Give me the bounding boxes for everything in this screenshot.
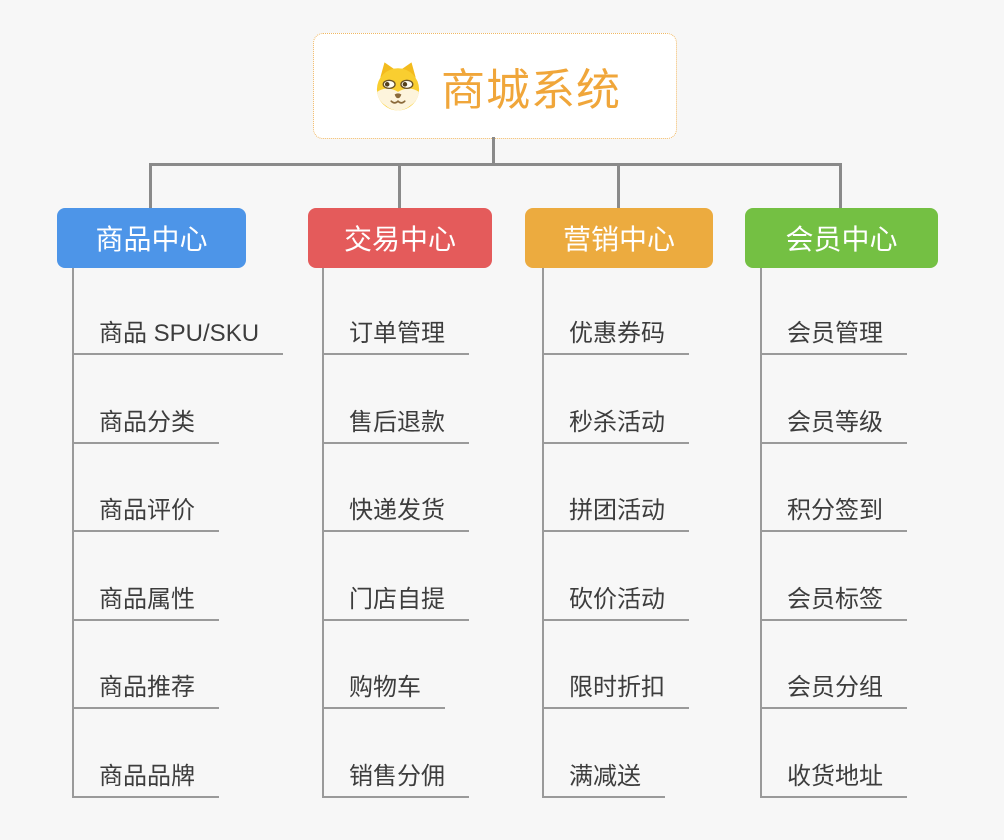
connector-drop-trade [398,164,401,209]
leaf-node[interactable]: 会员等级 [760,404,907,444]
connector-root-stub [492,137,495,164]
connector-drop-goods [149,164,152,209]
branch-node-trade-center[interactable]: 交易中心 [308,208,492,268]
leaf-node[interactable]: 商品 SPU/SKU [72,315,284,355]
leaf-node[interactable]: 优惠券码 [542,315,689,355]
leaf-node[interactable]: 门店自提 [322,581,469,621]
branch-children-member: 会员管理 会员等级 积分签到 会员标签 会员分组 收货地址 [760,268,1004,808]
leaf-node[interactable]: 商品评价 [72,492,219,532]
leaf-node[interactable]: 购物车 [322,669,445,709]
branch-children-goods: 商品 SPU/SKU 商品分类 商品评价 商品属性 商品推荐 商品品牌 [72,268,332,808]
leaf-node[interactable]: 会员分组 [760,669,907,709]
leaf-node[interactable]: 积分签到 [760,492,907,532]
leaf-node[interactable]: 收货地址 [760,758,907,798]
branch-node-goods-center[interactable]: 商品中心 [57,208,246,268]
root-node[interactable]: 商城系统 [313,33,677,139]
leaf-node[interactable]: 商品分类 [72,404,219,444]
branch-node-member-center[interactable]: 会员中心 [745,208,938,268]
leaf-node[interactable]: 快递发货 [322,492,469,532]
leaf-node[interactable]: 售后退款 [322,404,469,444]
connector-drop-member [839,164,842,209]
leaf-node[interactable]: 满减送 [542,758,665,798]
leaf-node[interactable]: 会员管理 [760,315,907,355]
branch-trunk-line [542,268,544,798]
leaf-node[interactable]: 拼团活动 [542,492,689,532]
dog-face-icon [369,59,427,113]
leaf-node[interactable]: 商品推荐 [72,669,219,709]
leaf-node[interactable]: 销售分佣 [322,758,469,798]
connector-bus [149,163,842,166]
branch-trunk-line [322,268,324,798]
branch-children-marketing: 优惠券码 秒杀活动 拼团活动 砍价活动 限时折扣 满减送 [542,268,802,808]
leaf-node[interactable]: 秒杀活动 [542,404,689,444]
leaf-node[interactable]: 商品品牌 [72,758,219,798]
leaf-node[interactable]: 订单管理 [322,315,469,355]
leaf-node[interactable]: 限时折扣 [542,669,689,709]
leaf-node[interactable]: 砍价活动 [542,581,689,621]
leaf-node[interactable]: 商品属性 [72,581,219,621]
connector-drop-marketing [617,164,620,209]
branch-node-marketing-center[interactable]: 营销中心 [525,208,713,268]
leaf-node[interactable]: 会员标签 [760,581,907,621]
branch-trunk-line [760,268,762,798]
root-title: 商城系统 [441,66,621,115]
branch-children-trade: 订单管理 售后退款 快递发货 门店自提 购物车 销售分佣 [322,268,582,808]
branch-trunk-line [72,268,74,798]
